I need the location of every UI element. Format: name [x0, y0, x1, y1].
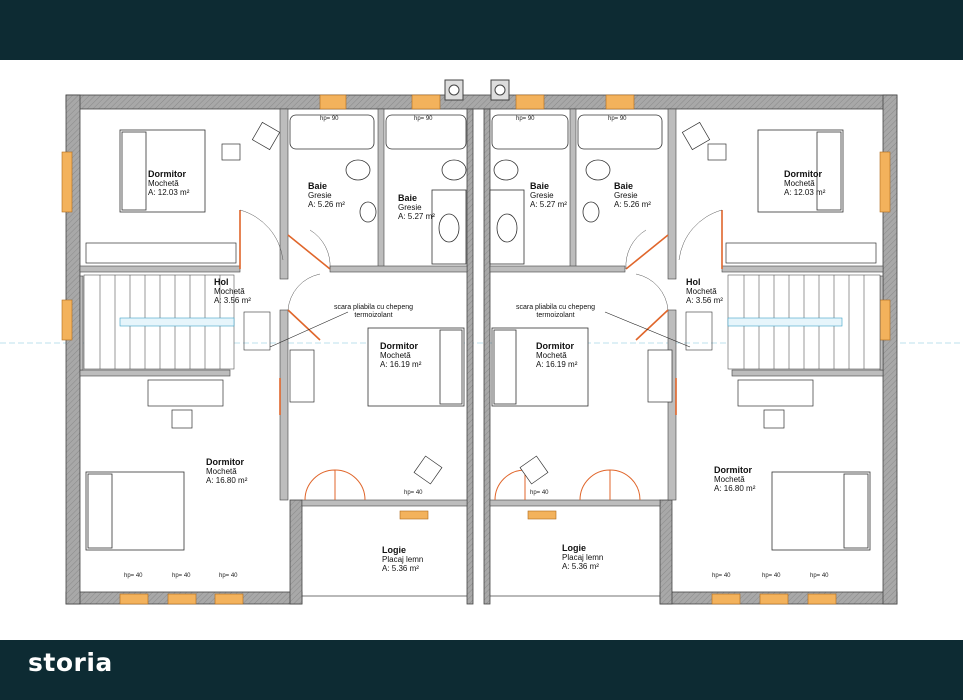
window-height-label: hp= 40 [172, 573, 191, 579]
doors [239, 209, 723, 415]
window-height-label: hp= 90 [414, 116, 433, 122]
floor-plan-drawing [0, 79, 963, 605]
window-height-label: hp= 90 [320, 116, 339, 122]
top-banner [0, 0, 963, 60]
window-height-label: hp= 40 [712, 573, 731, 579]
window-height-label: hp= 40 [404, 490, 423, 496]
window-height-label: hp= 40 [530, 490, 549, 496]
window-height-label: hp= 40 [762, 573, 781, 579]
window-height-label: hp= 90 [608, 116, 627, 122]
furniture [85, 121, 877, 485]
window-height-label: hp= 40 [124, 573, 143, 579]
window-height-label: hp= 40 [219, 573, 238, 579]
window-height-label: hp= 40 [810, 573, 829, 579]
beds [85, 129, 871, 551]
interior-walls [79, 108, 884, 507]
storia-logo[interactable]: storia [28, 648, 113, 677]
bath-fixtures [289, 114, 663, 265]
leader-lines [269, 311, 691, 348]
chimney [444, 79, 510, 101]
windows [61, 94, 891, 605]
stairs [83, 274, 881, 370]
bottom-banner [0, 640, 963, 700]
window-height-label: hp= 90 [516, 116, 535, 122]
